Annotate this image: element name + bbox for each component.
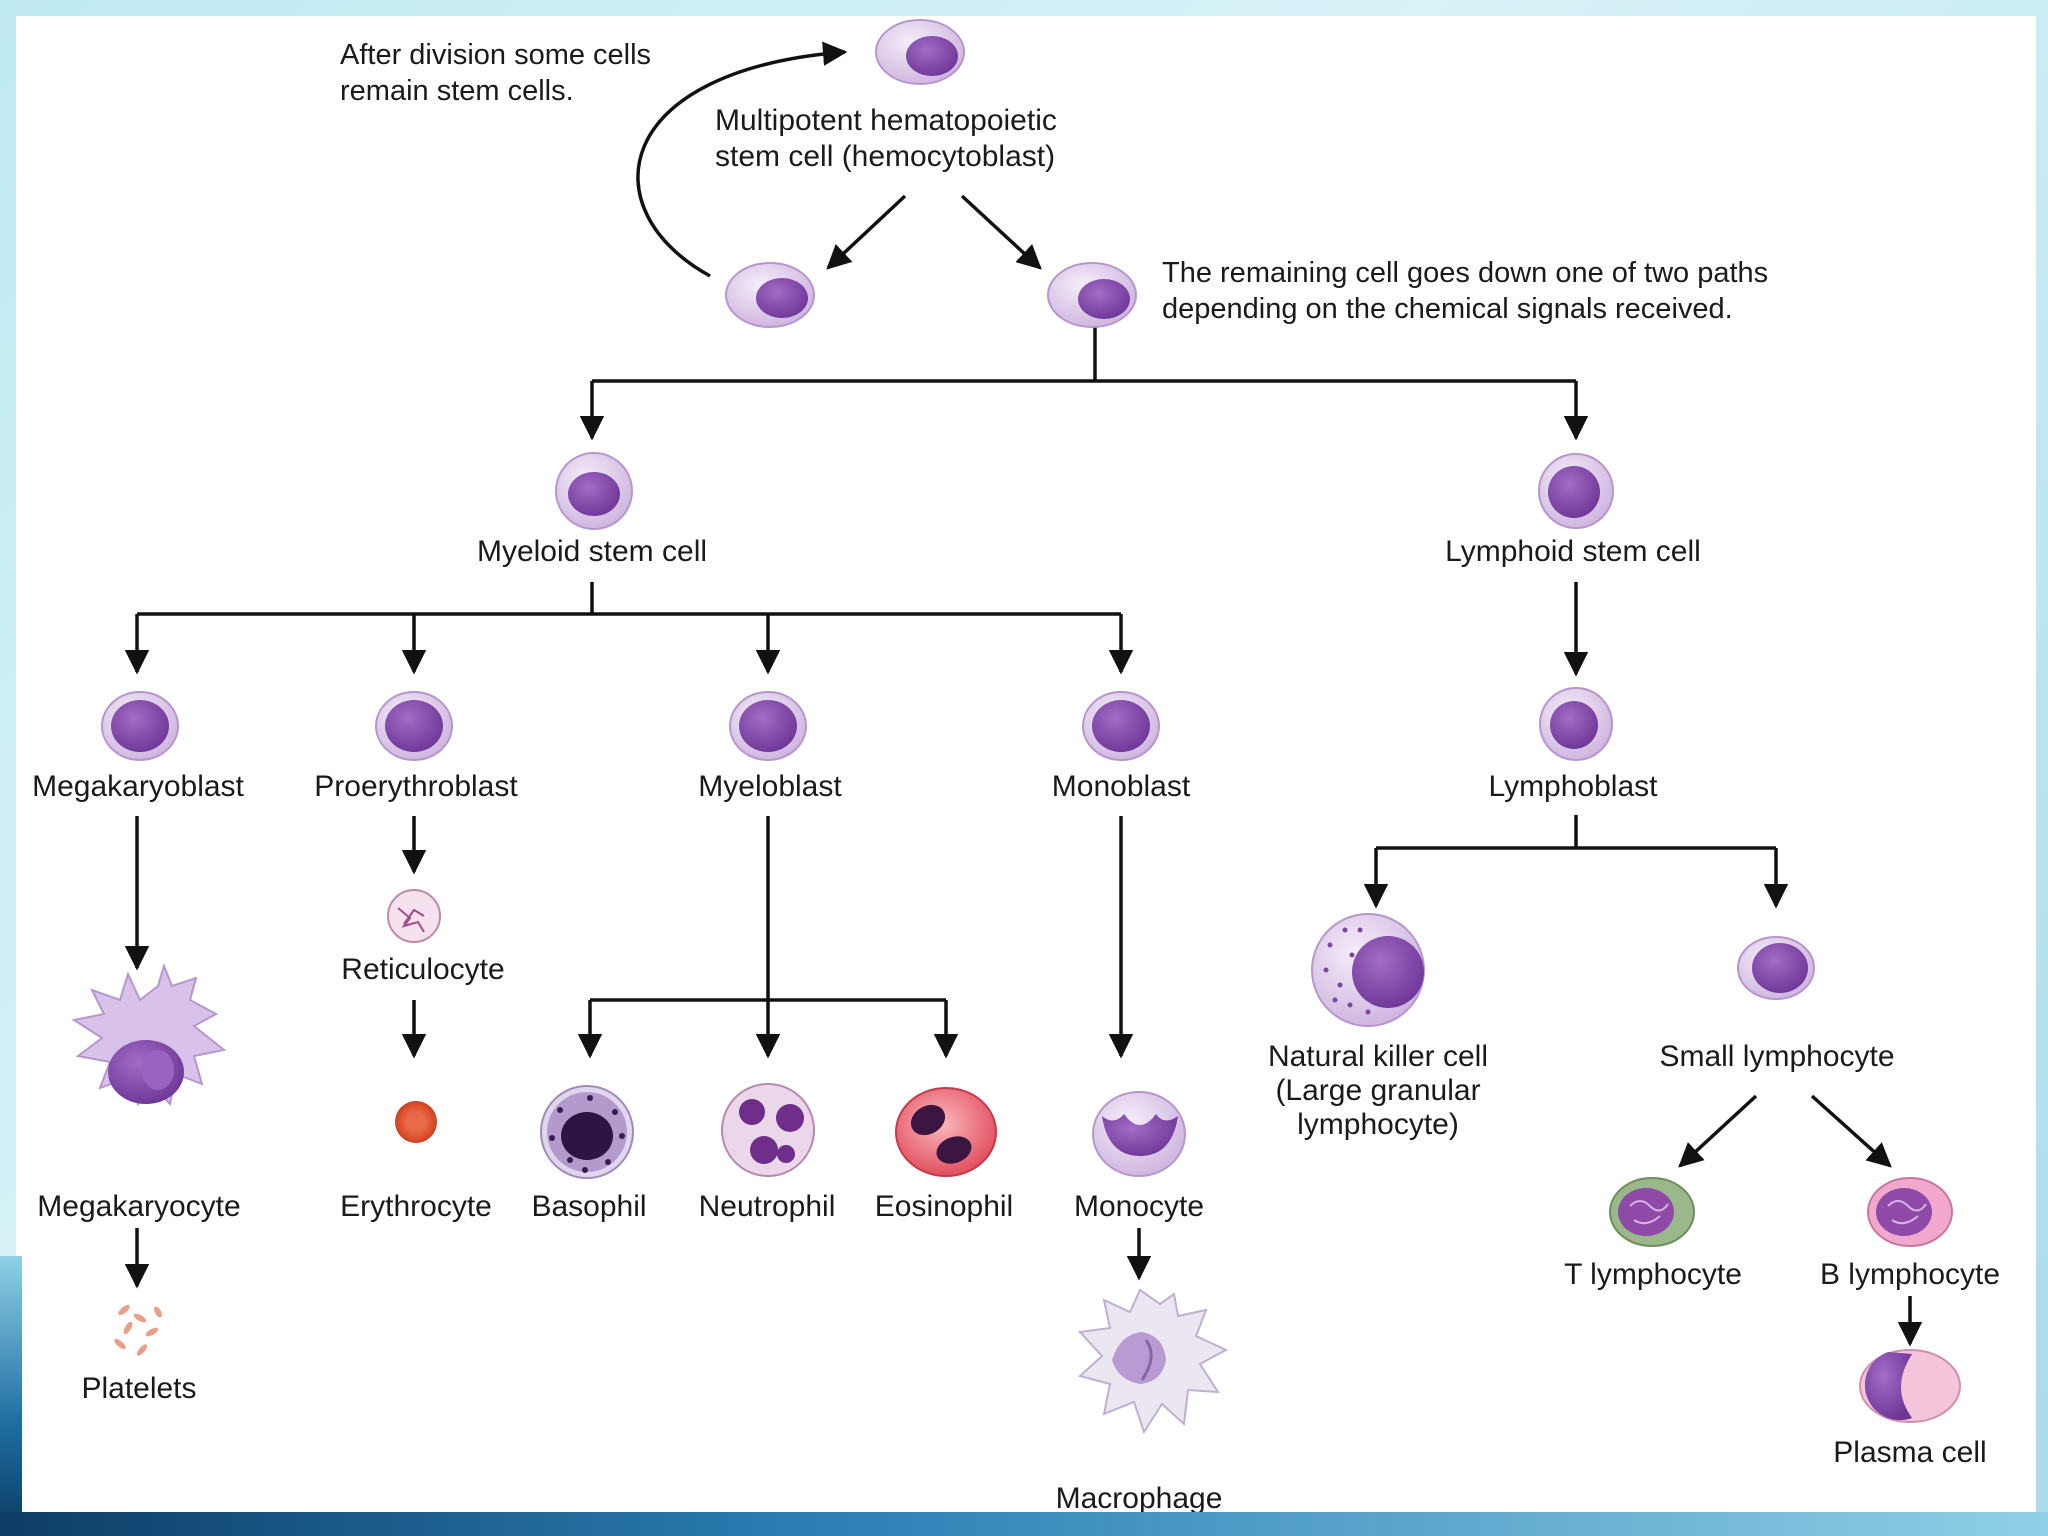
note-stem-return-line2: remain stem cells. bbox=[340, 75, 574, 107]
label-nk-line3: lymphocyte) bbox=[1297, 1108, 1459, 1141]
label-basophil: Basophil bbox=[531, 1190, 646, 1223]
label-nk-line1: Natural killer cell bbox=[1268, 1040, 1488, 1073]
note-stem-return-line1: After division some cells bbox=[340, 39, 651, 71]
monocyte-cell bbox=[1092, 1091, 1186, 1177]
label-plasma-cell: Plasma cell bbox=[1833, 1436, 1986, 1469]
self-renewal-arrow bbox=[636, 41, 848, 278]
natural-killer-cell bbox=[1311, 913, 1425, 1027]
hsc-right-arrow bbox=[960, 194, 1042, 270]
label-hsc-line2: stem cell (hemocytoblast) bbox=[715, 140, 1055, 173]
label-platelets: Platelets bbox=[81, 1372, 196, 1405]
megakaryoblast-cell bbox=[101, 691, 179, 761]
label-lymphoblast: Lymphoblast bbox=[1489, 770, 1659, 803]
megakaryocyte-cell bbox=[71, 962, 227, 1107]
to-b-lymphocyte-arrow bbox=[1810, 1094, 1892, 1168]
note-paths-line1: The remaining cell goes down one of two … bbox=[1162, 257, 1768, 289]
proerythroblast-cell bbox=[375, 691, 453, 761]
reticulocyte-cell bbox=[387, 889, 441, 943]
label-lymphoid-stem-cell: Lymphoid stem cell bbox=[1445, 535, 1701, 568]
t-lymphocyte-cell bbox=[1609, 1177, 1695, 1247]
hematopoiesis-diagram: After division some cells remain stem ce… bbox=[32, 19, 2000, 1515]
platelets-cells bbox=[114, 1304, 162, 1356]
lymphoid-stem-cell bbox=[1538, 453, 1614, 529]
label-monocyte: Monocyte bbox=[1074, 1190, 1204, 1223]
remaining-stem-cell bbox=[725, 262, 815, 328]
myeloblast-cell bbox=[729, 691, 807, 761]
slide-corner-accent-bottom bbox=[0, 1512, 2048, 1536]
label-megakaryocyte: Megakaryocyte bbox=[37, 1190, 240, 1223]
hsc-cell bbox=[875, 19, 965, 85]
connectors bbox=[124, 41, 1923, 1347]
erythrocyte-cell bbox=[395, 1101, 437, 1143]
label-megakaryoblast: Megakaryoblast bbox=[32, 770, 244, 803]
label-erythrocyte: Erythrocyte bbox=[340, 1190, 492, 1223]
label-myeloblast: Myeloblast bbox=[698, 770, 842, 803]
eosinophil-cell bbox=[895, 1087, 997, 1177]
label-eosinophil: Eosinophil bbox=[875, 1190, 1013, 1223]
label-b-lymphocyte: B lymphocyte bbox=[1820, 1258, 2000, 1291]
b-lymphocyte-cell bbox=[1867, 1177, 1953, 1247]
to-t-lymphocyte-arrow bbox=[1678, 1094, 1758, 1168]
label-t-lymphocyte: T lymphocyte bbox=[1564, 1258, 1742, 1291]
label-small-lymphocyte: Small lymphocyte bbox=[1659, 1040, 1894, 1073]
monoblast-cell bbox=[1082, 691, 1160, 761]
basophil-cell bbox=[540, 1085, 634, 1179]
label-hsc-line1: Multipotent hematopoietic bbox=[715, 104, 1057, 137]
label-myeloid-stem-cell: Myeloid stem cell bbox=[477, 535, 707, 568]
hsc-left-arrow bbox=[826, 194, 907, 270]
label-nk-line2: (Large granular bbox=[1275, 1074, 1480, 1107]
label-proerythroblast: Proerythroblast bbox=[314, 770, 518, 803]
note-paths-line2: depending on the chemical signals receiv… bbox=[1162, 293, 1733, 325]
lymphoblast-cell bbox=[1539, 687, 1613, 761]
plasma-cell bbox=[1859, 1349, 1961, 1423]
labels: After division some cells remain stem ce… bbox=[32, 39, 2000, 1515]
label-monoblast: Monoblast bbox=[1052, 770, 1191, 803]
myeloid-stem-cell bbox=[555, 452, 633, 530]
macrophage-cell bbox=[1077, 1288, 1229, 1435]
diagram-frame: After division some cells remain stem ce… bbox=[16, 16, 2036, 1520]
small-lymphocyte-cell bbox=[1737, 936, 1815, 1000]
label-reticulocyte: Reticulocyte bbox=[341, 953, 504, 986]
label-neutrophil: Neutrophil bbox=[699, 1190, 836, 1223]
neutrophil-cell bbox=[721, 1083, 815, 1177]
committed-cell bbox=[1047, 262, 1137, 328]
label-macrophage: Macrophage bbox=[1056, 1482, 1223, 1515]
slide-corner-accent-left bbox=[0, 1256, 22, 1536]
